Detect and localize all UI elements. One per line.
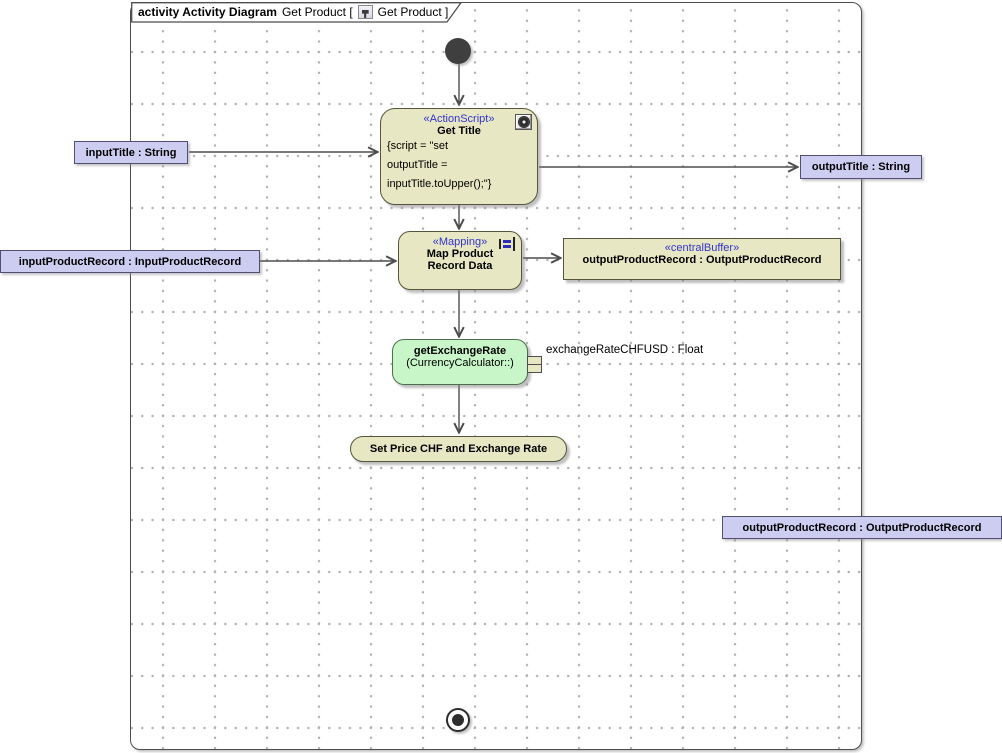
action-set-price[interactable]: Set Price CHF and Exchange Rate: [350, 436, 567, 462]
param-input-title[interactable]: inputTitle : String: [74, 141, 188, 164]
central-buffer-name: outputProductRecord : OutputProductRecor…: [582, 254, 822, 266]
activity-final-node[interactable]: [446, 708, 470, 732]
map-name-line: Map Product: [426, 248, 494, 260]
param-output-title[interactable]: outputTitle : String: [800, 155, 922, 179]
exchange-qualifier: (CurrencyCalculator::): [406, 357, 514, 369]
frame-kind-label: activity Activity Diagram: [138, 5, 277, 19]
param-output-product-record[interactable]: outputProductRecord : OutputProductRecor…: [722, 516, 1002, 539]
tab-outline: [131, 2, 463, 23]
frame-title-tab[interactable]: activity Activity Diagram Get Product [ …: [131, 2, 463, 23]
central-buffer-stereotype: «centralBuffer»: [664, 242, 740, 254]
get-title-stereotype: «ActionScript»: [423, 113, 495, 125]
action-get-exchange-rate[interactable]: getExchangeRate (CurrencyCalculator::): [392, 339, 528, 385]
mapping-icon: [499, 237, 515, 251]
frame-name-prefix: Get Product [: [281, 5, 353, 19]
frame-name-suffix: Get Product ]: [377, 5, 449, 19]
exchange-name: getExchangeRate: [413, 345, 507, 357]
script-line: {script = "set: [387, 140, 449, 152]
script-gear-icon: [515, 114, 532, 130]
exchange-output-pin[interactable]: [527, 356, 542, 373]
get-title-name: Get Title: [437, 125, 481, 137]
map-stereotype: «Mapping»: [432, 236, 488, 248]
script-line: outputTitle =: [387, 159, 448, 171]
action-map-product-record-data[interactable]: «Mapping» Map Product Record Data: [398, 231, 522, 290]
central-buffer-output-product-record[interactable]: «centralBuffer» outputProductRecord : Ou…: [563, 238, 841, 280]
activity-diagram-icon: [357, 5, 373, 19]
map-name-line: Record Data: [427, 260, 493, 272]
exchange-pin-label: exchangeRateCHFUSD : Float: [546, 344, 704, 356]
initial-node[interactable]: [445, 38, 471, 64]
action-get-title[interactable]: «ActionScript» Get Title {script = "set …: [380, 108, 538, 205]
script-line: inputTitle.toUpper();"}: [387, 178, 492, 190]
param-input-product-record[interactable]: inputProductRecord : InputProductRecord: [0, 250, 260, 273]
set-price-name: Set Price CHF and Exchange Rate: [369, 443, 548, 455]
